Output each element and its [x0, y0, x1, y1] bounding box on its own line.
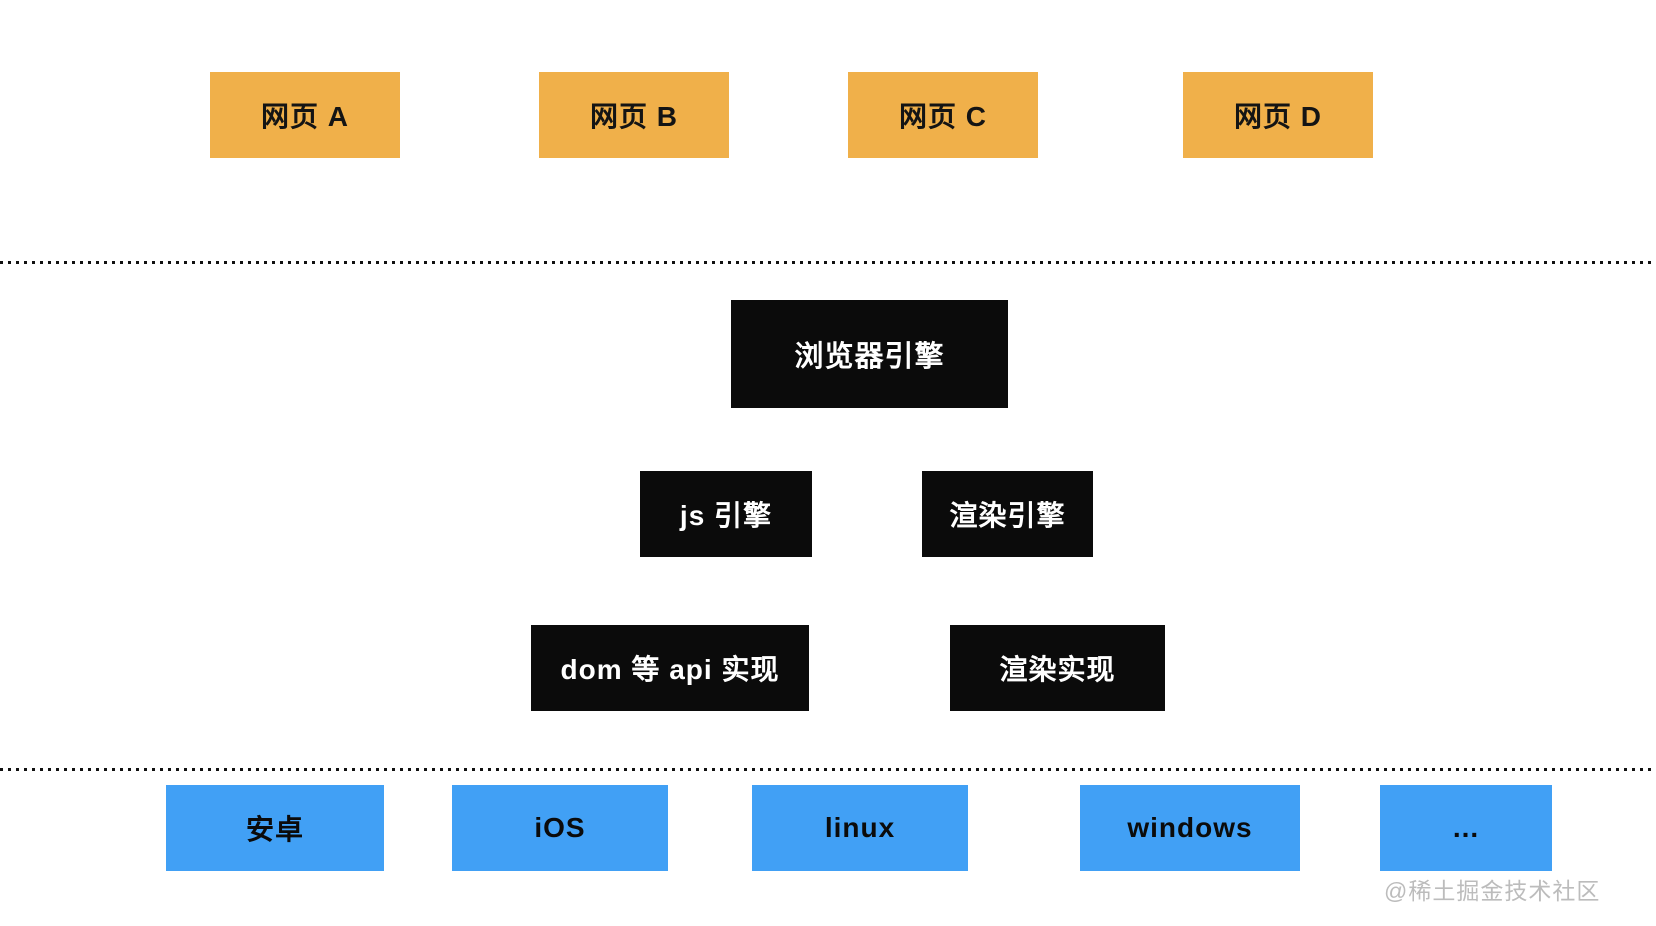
dom-api-implementation-label: dom 等 api 实现 — [560, 654, 780, 685]
render-implementation-label: 渲染实现 — [999, 654, 1116, 685]
platform-more-box: ... — [1380, 785, 1552, 871]
platform-windows-box: windows — [1080, 785, 1300, 871]
platform-more-label: ... — [1452, 812, 1480, 843]
dom-api-implementation-box: dom 等 api 实现 — [531, 625, 809, 711]
dotted-separator-top — [0, 261, 1656, 264]
platform-windows-label: windows — [1127, 812, 1253, 843]
render-implementation-box: 渲染实现 — [950, 625, 1165, 711]
webpage-a-label: 网页 A — [260, 101, 349, 132]
render-engine-box: 渲染引擎 — [922, 471, 1093, 557]
watermark-text: @稀土掘金技术社区 — [1384, 878, 1601, 904]
platform-linux-box: linux — [752, 785, 968, 871]
platform-linux-label: linux — [824, 812, 896, 843]
platform-ios-box: iOS — [452, 785, 668, 871]
webpage-c-box: 网页 C — [848, 72, 1038, 158]
webpage-c-label: 网页 C — [898, 101, 987, 132]
render-engine-label: 渲染引擎 — [949, 500, 1066, 531]
platform-android-box: 安卓 — [166, 785, 384, 871]
platform-ios-label: iOS — [534, 812, 586, 843]
webpage-b-box: 网页 B — [539, 72, 729, 158]
webpage-a-box: 网页 A — [210, 72, 400, 158]
js-engine-box: js 引擎 — [640, 471, 812, 557]
webpage-b-label: 网页 B — [589, 101, 678, 132]
webpage-d-label: 网页 D — [1233, 101, 1322, 132]
browser-engine-box: 浏览器引擎 — [731, 300, 1008, 408]
webpage-d-box: 网页 D — [1183, 72, 1373, 158]
browser-engine-label: 浏览器引擎 — [794, 341, 945, 373]
js-engine-label: js 引擎 — [679, 500, 773, 531]
platform-android-label: 安卓 — [245, 814, 304, 845]
dotted-separator-bottom — [0, 768, 1656, 771]
